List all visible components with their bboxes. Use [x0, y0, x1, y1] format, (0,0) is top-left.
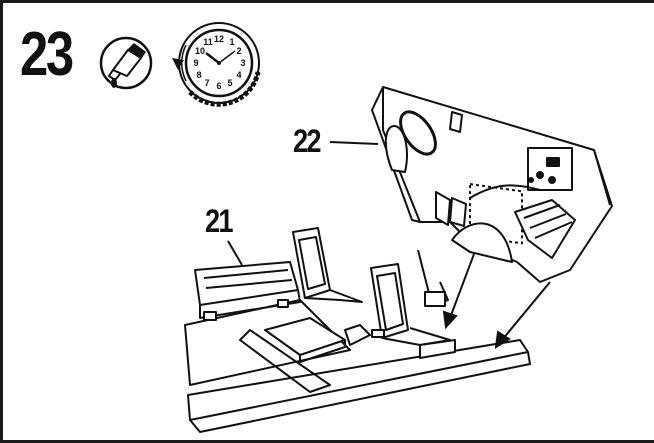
clock-numeral: 1 — [229, 37, 234, 47]
clock-numeral: 2 — [236, 46, 241, 56]
floor-assembly — [184, 227, 531, 433]
clock-numeral: 9 — [193, 58, 198, 68]
clock-numeral: 10 — [195, 46, 205, 56]
callout-part-21: 21 — [205, 203, 234, 239]
callout-part-22: 22 — [293, 123, 322, 159]
clock-numeral: 4 — [236, 70, 241, 80]
clock-numeral: 3 — [240, 58, 245, 68]
clock-numeral: 12 — [214, 34, 224, 44]
clock-face: 12 1 2 3 4 5 6 7 8 9 10 11 — [193, 34, 245, 91]
assembly-arrow-icon — [442, 253, 551, 349]
glue-tube-icon — [99, 36, 153, 90]
step-number: 23 — [20, 20, 74, 89]
leader-line-22 — [329, 141, 379, 145]
clock-numeral: 11 — [203, 37, 213, 47]
clock-numeral: 5 — [227, 78, 232, 88]
dashboard-part — [371, 86, 613, 283]
clock-numeral: 7 — [204, 78, 209, 88]
leader-line-21 — [227, 240, 243, 266]
clock-numeral: 6 — [216, 81, 221, 91]
clock-numeral: 8 — [196, 70, 201, 80]
wait-clock-icon: 12 1 2 3 4 5 6 7 8 9 10 11 — [172, 22, 261, 107]
